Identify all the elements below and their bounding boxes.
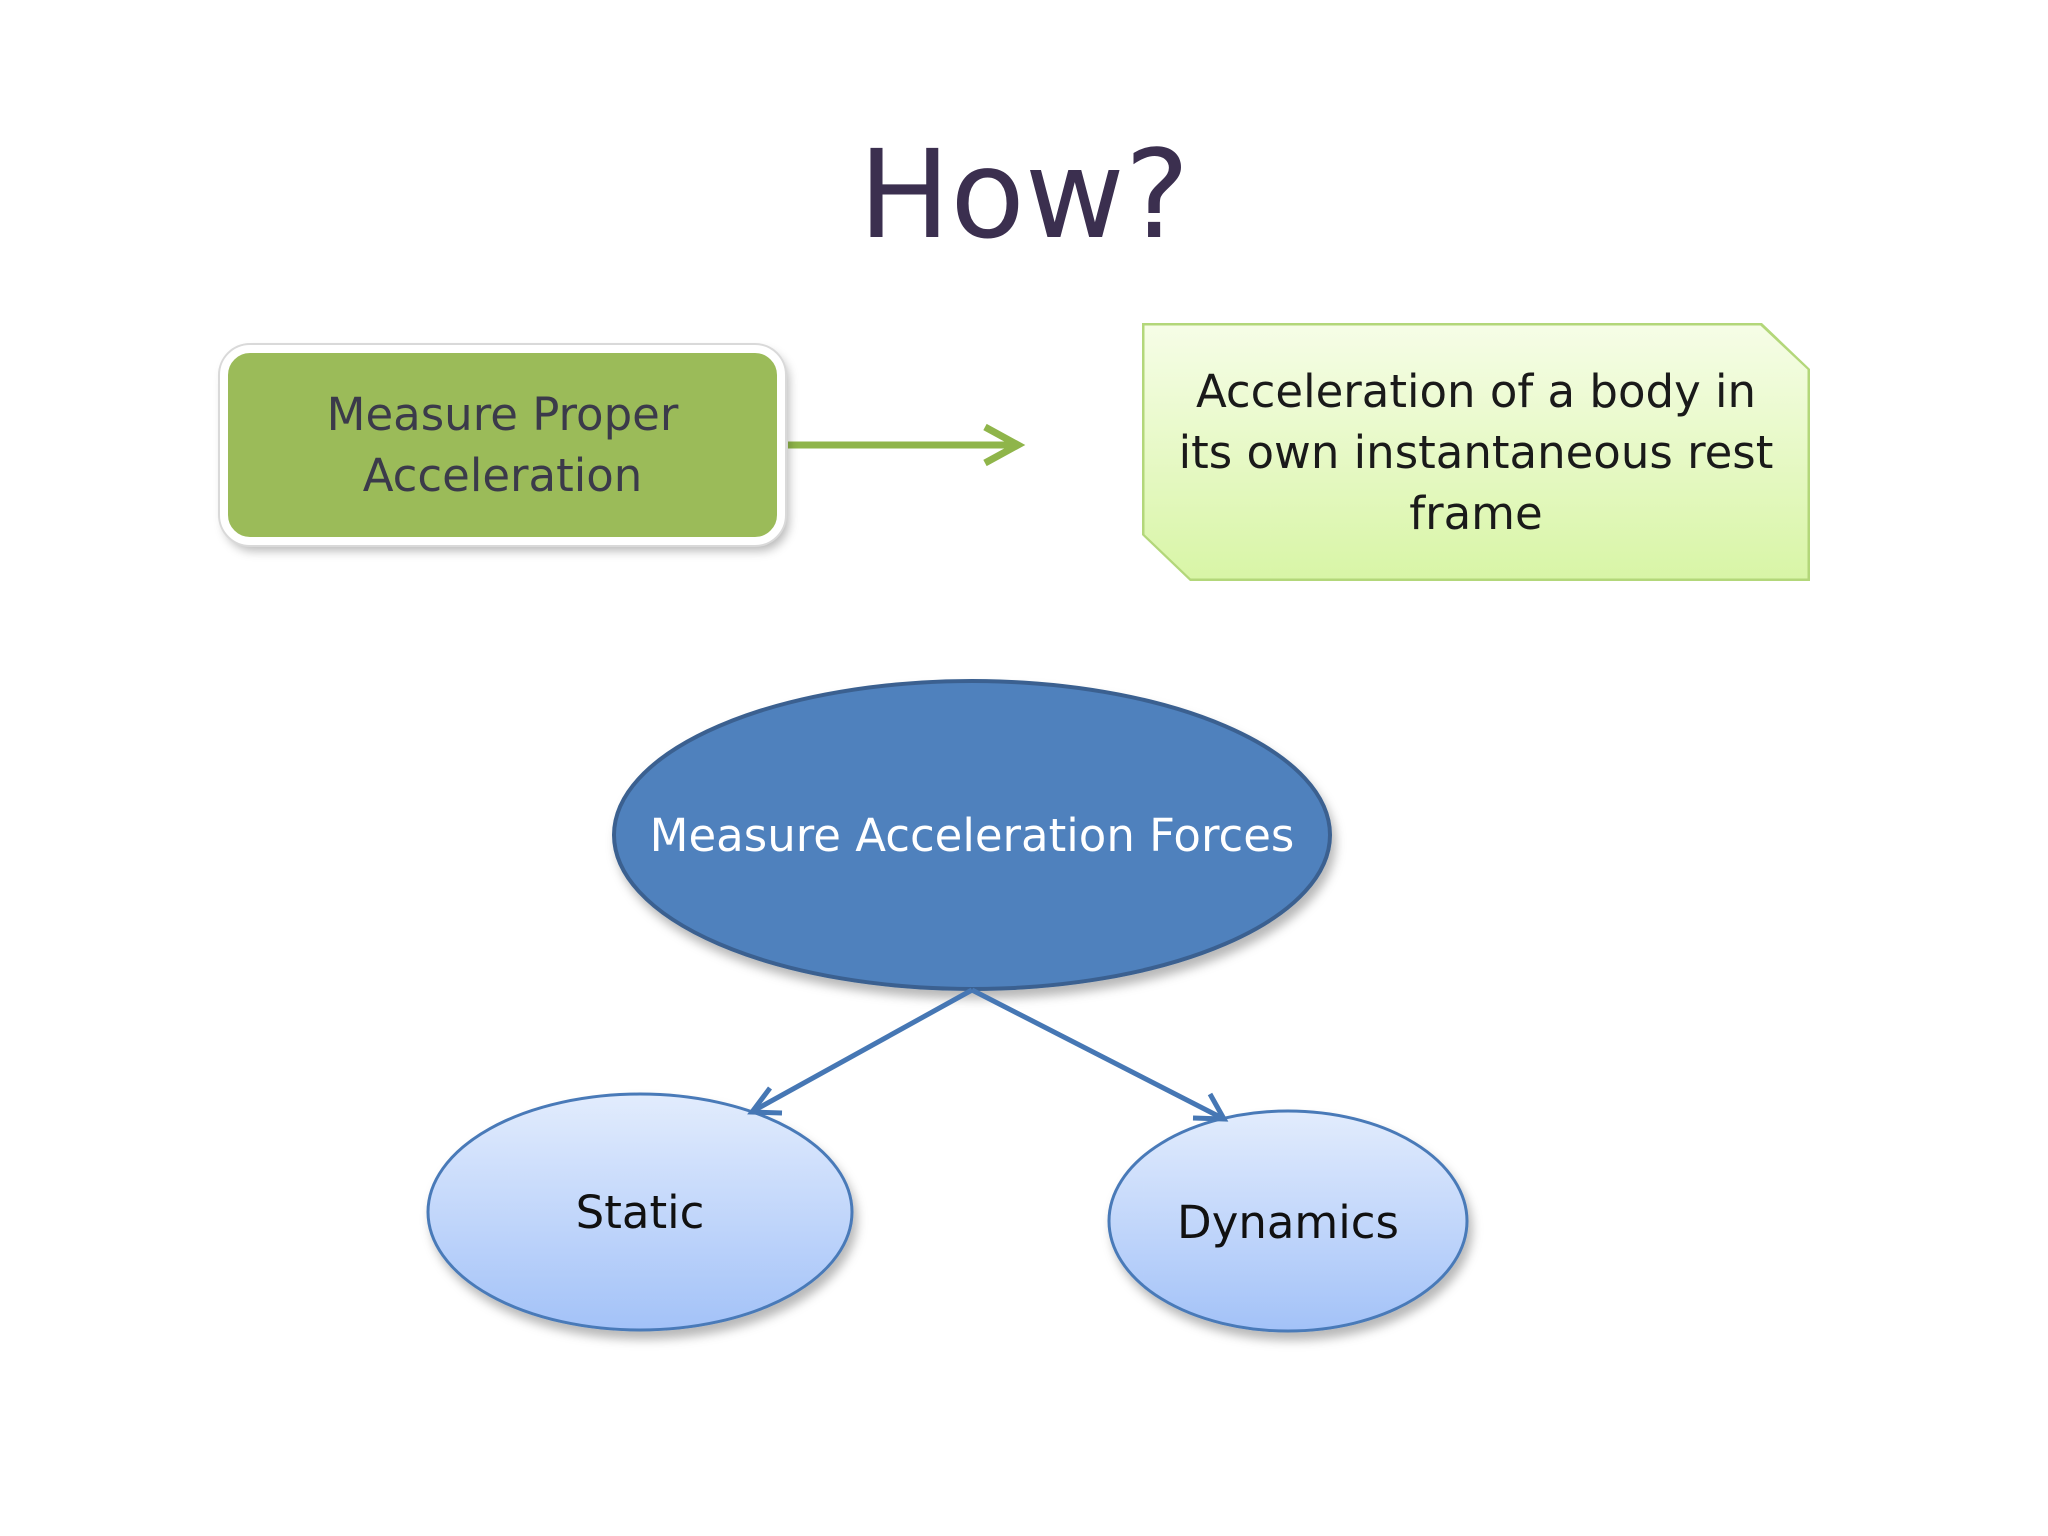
ellipse-static[interactable]: [426, 1092, 854, 1332]
ellipse-forces-label: Measure Acceleration Forces: [649, 808, 1295, 862]
ellipse-static-label: Static: [575, 1185, 705, 1239]
ellipse-forces[interactable]: [612, 679, 1332, 991]
connector-forces-to-dynamics-head: [1192, 1092, 1229, 1122]
connector-forces-to-dynamics: [970, 987, 1224, 1121]
box-acceleration-definition-label: Acceleration of a body in its own instan…: [1178, 364, 1774, 540]
connector-forces-to-static-head: [747, 1086, 783, 1116]
box-measure-proper-acceleration-label: Measure Proper Acceleration: [326, 388, 679, 502]
connector-forces-to-static: [753, 987, 974, 1113]
ellipse-dynamics[interactable]: [1107, 1109, 1469, 1333]
box-measure-proper-acceleration[interactable]: Measure Proper Acceleration: [220, 345, 785, 545]
arrow-proper-to-definition-head: [983, 423, 1026, 467]
box-acceleration-definition-border: [1142, 323, 1810, 581]
ellipse-dynamics-label: Dynamics: [1177, 1195, 1399, 1249]
box-acceleration-definition[interactable]: Acceleration of a body in its own instan…: [1142, 323, 1810, 581]
slide-title: How?: [858, 124, 1190, 266]
